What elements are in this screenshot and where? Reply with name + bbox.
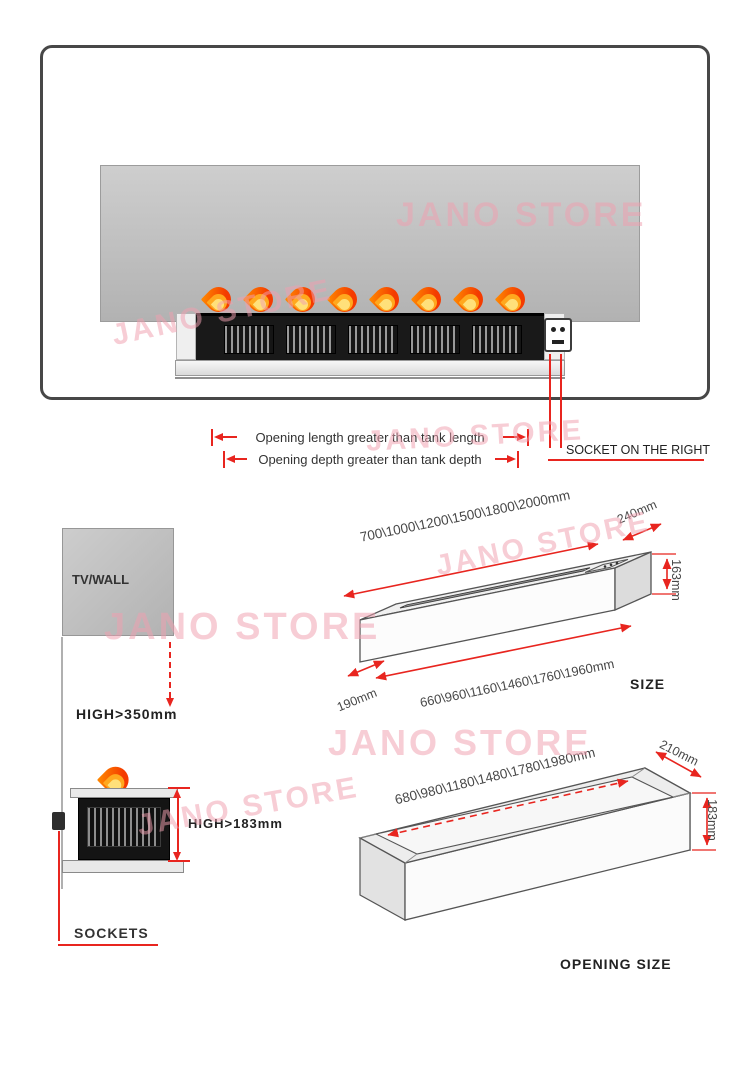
insert-grille	[87, 807, 161, 847]
control-dot-icon	[615, 561, 619, 565]
socket-slot-icon	[552, 340, 564, 344]
arrow-left-icon	[214, 433, 223, 441]
dim-line	[177, 797, 179, 853]
power-socket	[544, 318, 572, 352]
flame-icon	[494, 266, 531, 318]
burner-grille	[410, 325, 460, 354]
dim-tick	[527, 429, 529, 446]
box-front-face	[359, 567, 616, 663]
dim-line-length-top	[343, 541, 599, 599]
arrow-left-icon	[226, 455, 235, 463]
arrow-up-icon	[173, 789, 181, 798]
dim-tick	[211, 429, 213, 446]
note-length: Opening length greater than tank length	[255, 430, 485, 445]
burner-grille	[348, 325, 398, 354]
flame-icon	[326, 266, 363, 318]
fireplace-burner	[196, 313, 544, 360]
dim-tick	[223, 451, 225, 468]
flame-icon	[410, 266, 447, 318]
size-label: SIZE	[630, 676, 666, 692]
dim-line-length-bottom	[375, 623, 632, 681]
tv-wall-label: TV/WALL	[72, 572, 130, 587]
dim-line	[223, 436, 237, 438]
arrow-down-icon	[173, 852, 181, 861]
wall-socket-small	[52, 812, 65, 830]
arrow-right-icon	[507, 455, 516, 463]
burner-grille	[472, 325, 522, 354]
opening-dim-dashed	[387, 778, 629, 838]
burner-left-frame	[176, 313, 196, 360]
shelf-shadow	[175, 377, 565, 379]
socket-underline	[548, 459, 704, 461]
socket-hole-icon	[560, 327, 565, 332]
rim-seam	[359, 833, 377, 839]
socket-guide-line	[560, 354, 562, 448]
dim-tick	[517, 451, 519, 468]
insert-burner	[78, 798, 170, 860]
dim-line-depth	[655, 751, 702, 778]
rim-seam	[404, 853, 418, 864]
dim-line	[235, 458, 247, 460]
flame-icon	[200, 266, 237, 318]
flame-icon	[368, 266, 405, 318]
dim-tick	[168, 787, 190, 789]
dim-line-side-depth	[347, 660, 385, 677]
insert-top-slab	[70, 788, 178, 798]
socket-guide-line	[549, 354, 551, 448]
rim-seam	[631, 767, 646, 778]
insert-base-slab	[62, 860, 184, 873]
min-height-insert: HIGH>183mm	[188, 816, 283, 831]
sockets-underline	[58, 944, 158, 946]
socket-note: SOCKET ON THE RIGHT	[566, 443, 711, 457]
wall-recess	[100, 165, 640, 322]
dim-tick	[168, 860, 190, 862]
min-height-wall: HIGH>350mm	[76, 706, 178, 722]
socket-guide-line	[58, 831, 60, 941]
dim-line	[495, 458, 507, 460]
dim-label-opening-height: 183mm	[705, 799, 719, 841]
height-dashed-arrow	[169, 642, 171, 698]
flame-icon	[452, 266, 489, 318]
burner-grille	[286, 325, 336, 354]
wall-line	[61, 637, 63, 889]
sockets-label: SOCKETS	[74, 925, 149, 941]
arrow-right-icon	[517, 433, 526, 441]
socket-hole-icon	[551, 327, 556, 332]
flame-icon	[284, 266, 321, 318]
flame-icon	[242, 266, 279, 318]
burner-shelf	[175, 360, 565, 376]
dim-line	[503, 436, 517, 438]
opening-drawing	[358, 751, 716, 922]
dim-label-height: 163mm	[669, 559, 683, 601]
size-drawing	[343, 523, 676, 681]
arrow-down-icon	[166, 698, 174, 707]
burner-grille	[224, 325, 274, 354]
opening-size-label: OPENING SIZE	[560, 956, 672, 972]
rim-seam	[672, 792, 691, 798]
tv-wall-box	[62, 528, 174, 636]
box-right-face	[614, 550, 652, 612]
note-depth: Opening depth greater than tank depth	[258, 452, 482, 467]
control-dot-icon	[609, 563, 613, 567]
dim-line-depth	[622, 523, 662, 541]
control-dot-icon	[603, 565, 607, 568]
